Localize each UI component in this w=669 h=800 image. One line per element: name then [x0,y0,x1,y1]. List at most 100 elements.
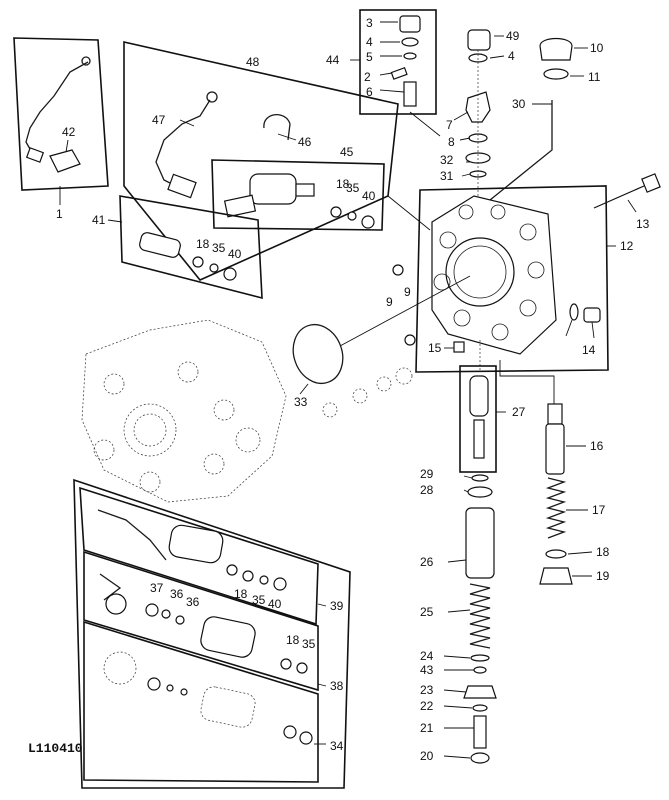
leader-46 [277,133,297,141]
leader-2 [379,72,393,76]
leader-25 [447,609,471,613]
cap-19 [539,567,573,585]
leader-33-to-housing [339,275,471,347]
leader-14 [591,321,595,339]
label-30: 30 [512,97,526,111]
panel-38-outline [83,550,319,692]
label-16: 16 [590,439,604,453]
upper-valve-stack [453,29,505,200]
panel-12-outline [415,185,609,373]
ring-18-upper [330,206,342,218]
ring-35-mid [209,263,219,273]
leader-26 [447,559,467,563]
spool-16-tip [547,403,563,425]
washer-4-kit [401,37,419,47]
label-1: 1 [56,207,63,221]
oring-33-group [292,275,471,418]
leader-6 [379,89,405,93]
leader-8 [459,137,471,141]
panel-39-outline [79,486,319,626]
label-43: 43 [420,663,434,677]
pump-center-bore [123,403,177,457]
housing-12-hole-8 [453,309,471,327]
label-42: 42 [62,125,76,139]
screw-21 [473,715,487,749]
ring-40-mid [223,267,237,281]
bolt-13-group [593,173,661,213]
ghost-coil-34 [103,651,137,685]
plug-14 [583,307,601,323]
leader-24 [443,655,471,659]
solenoid-39-body [168,524,224,564]
cap-10 [539,37,573,61]
washer-11 [543,68,569,80]
leader-47 [179,119,195,127]
cartridge-41 [139,232,181,258]
label-4-kit: 4 [366,35,373,49]
label-47: 47 [152,113,166,127]
leader-42 [65,139,69,153]
label-22: 22 [420,699,434,713]
ring-18-low [242,570,254,582]
panel-item-39 [73,478,351,789]
pump-port-2 [177,361,199,383]
outer-panel-outline [73,478,351,789]
nut-20 [470,752,490,764]
panel-item-44 [350,9,441,137]
panel-item-38 [83,550,327,692]
plug-9-lower [404,334,416,346]
washer-5 [403,52,417,60]
spring-25 [469,583,491,649]
housing-12-hole-4 [519,223,537,241]
spool-16 [545,423,565,475]
leader-44-to-housing [409,111,441,137]
leader-28 [463,489,469,493]
ring-34-b [166,684,174,692]
panel-44-outline [359,9,437,115]
plug-3 [399,15,421,33]
label-19: 19 [596,569,610,583]
ring-18-38 [280,658,292,670]
leader-31 [461,173,471,177]
pump-outline [81,319,287,503]
panel-34-outline [83,620,319,783]
harness-47-wire [155,99,211,189]
valve-housing-12 [415,185,616,404]
solenoid-38-body [200,616,256,658]
harness-1-connector [25,147,45,163]
plunger-6 [403,81,417,107]
washer-4-side [569,303,579,321]
pump-side-port [235,427,261,453]
ring-34-e [299,731,313,745]
label-18-mid: 18 [196,237,210,251]
ghost-solenoid-34 [200,686,256,728]
leader-38 [317,683,327,687]
label-17: 17 [592,503,606,517]
harness-1-ring-terminal [81,56,91,66]
label-34: 34 [330,739,344,753]
pump-housing-ghost [81,319,287,503]
panel-48-outline [123,40,399,281]
housing-12-hole-1 [439,231,457,249]
cap-10-group [489,37,588,201]
label-3: 3 [366,16,373,30]
label-44: 44 [326,53,340,67]
lower-spool-stack [443,365,506,764]
pump-center-bore-inner [133,413,167,447]
ring-36-a [161,609,171,619]
housing-12-bore [445,237,515,307]
label-35-panel38: 35 [302,637,316,651]
housing-12-hole-7 [491,323,509,341]
label-2: 2 [364,70,371,84]
pump-port-1 [103,373,125,395]
label-20: 20 [420,749,434,763]
label-21: 21 [420,721,434,735]
pump-port-3 [213,399,235,421]
harness-47-connector [167,173,197,199]
plug-14-group [565,303,601,339]
oring-33 [292,323,344,385]
label-15: 15 [428,341,442,355]
seal-18-right [545,549,567,559]
ring-40-low [273,577,287,591]
label-18-panel38: 18 [286,633,300,647]
